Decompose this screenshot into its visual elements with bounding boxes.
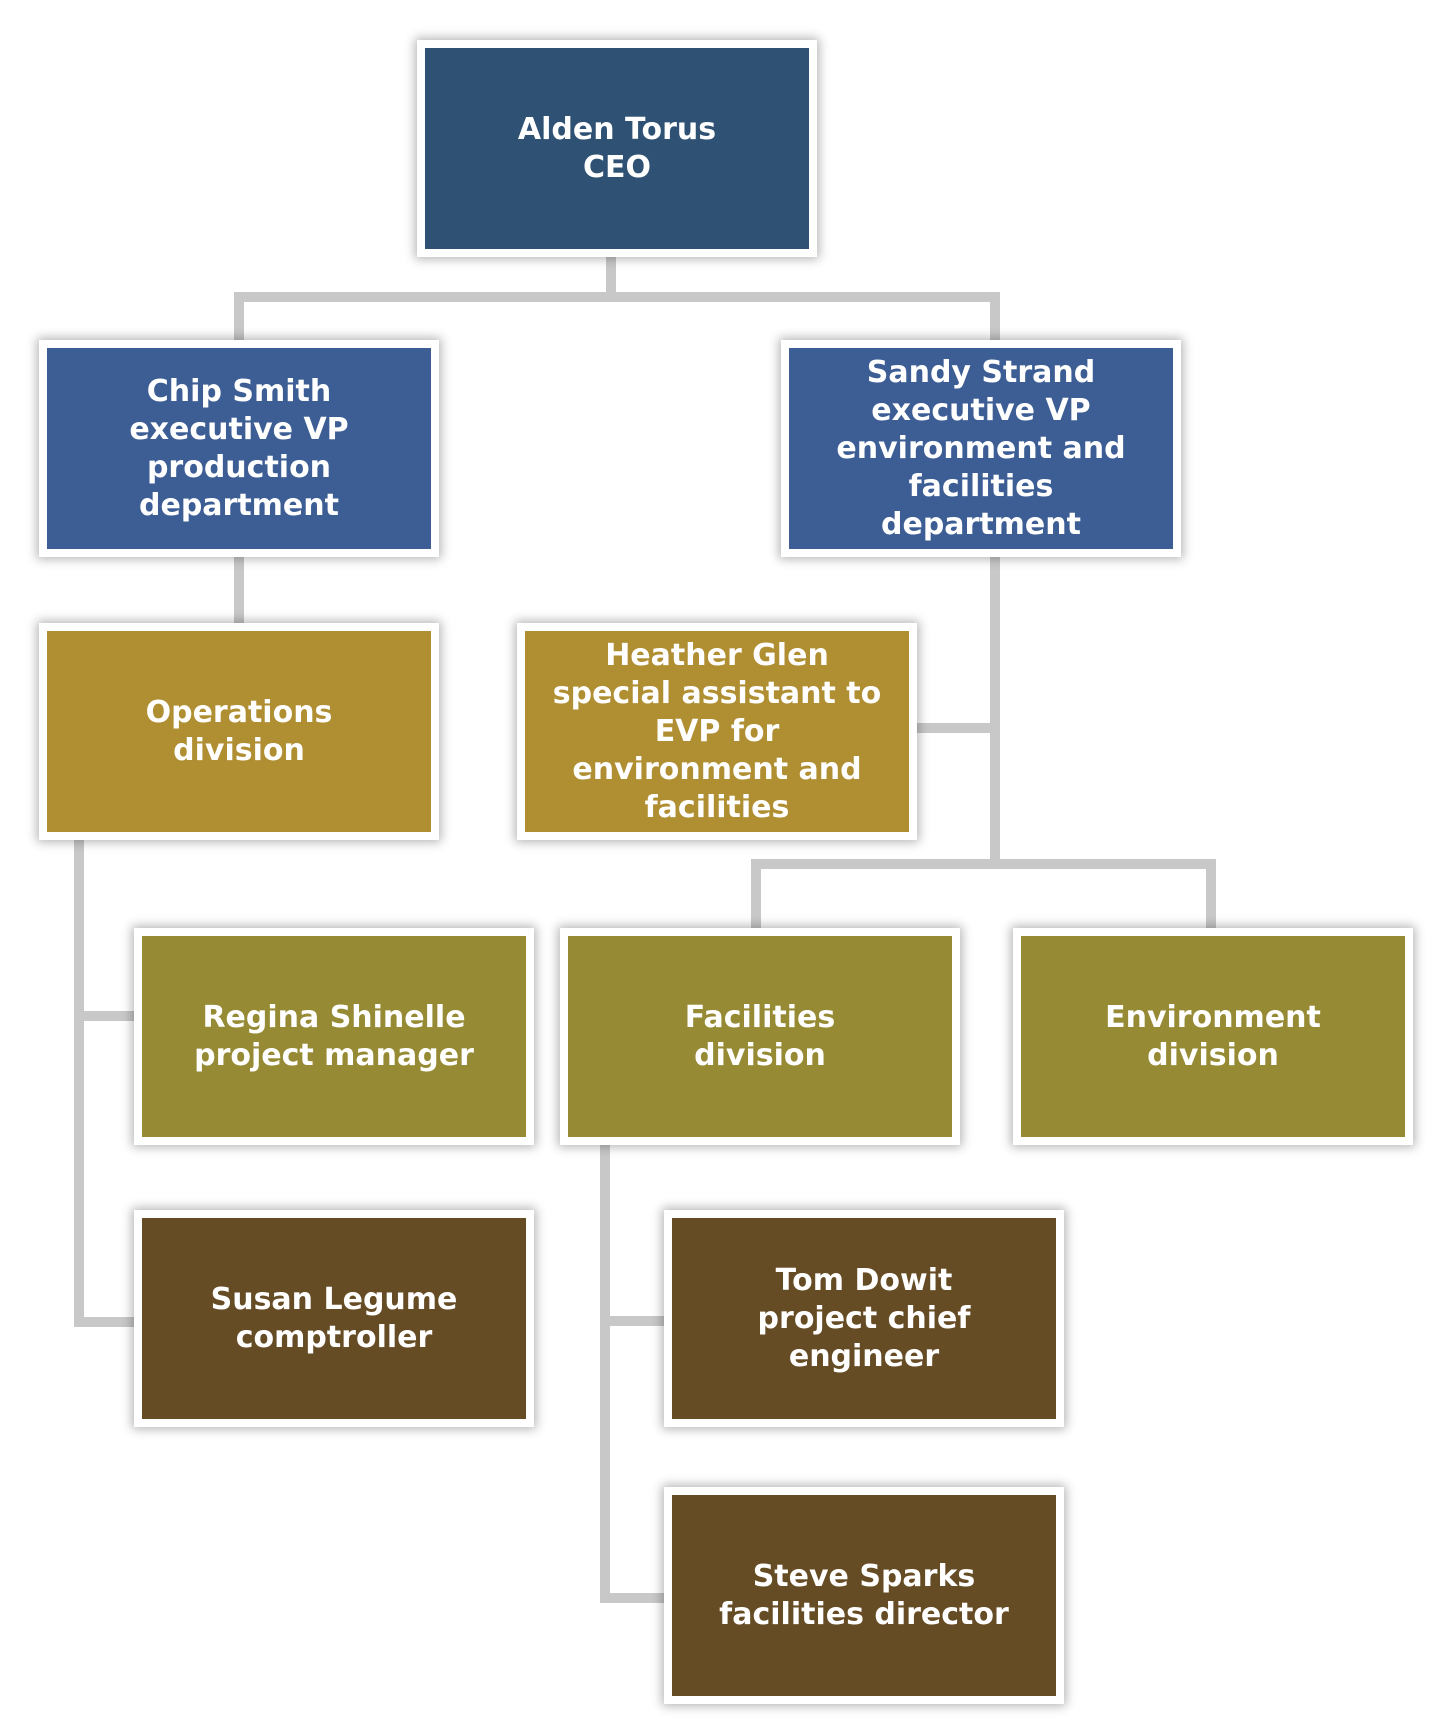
node-line: environment and	[836, 430, 1126, 466]
node-label: Tom Dowit project chief engineer	[744, 1262, 985, 1376]
node-line: Heather Glen	[605, 637, 829, 673]
node-line: Steve Sparks	[752, 1558, 976, 1594]
node-line: EVP for	[654, 713, 780, 749]
connector-sandy-to-divisions	[751, 859, 1216, 928]
node-label: Operations division	[132, 694, 347, 770]
node-line: environment and	[572, 751, 862, 787]
node-executive-vp-production: Chip Smith executive VP production depar…	[39, 340, 439, 557]
node-label: Regina Shinelle project manager	[180, 999, 488, 1075]
node-line: Chip Smith	[146, 373, 332, 409]
node-line: Alden Torus	[517, 111, 717, 147]
node-project-manager: Regina Shinelle project manager	[134, 928, 534, 1145]
node-line: Susan Legume	[210, 1281, 458, 1317]
node-label: Facilities division	[671, 999, 849, 1075]
node-environment-division: Environment division	[1013, 928, 1413, 1145]
node-line: project manager	[194, 1037, 474, 1073]
node-facilities-division: Facilities division	[560, 928, 960, 1145]
node-special-assistant: Heather Glen special assistant to EVP fo…	[517, 623, 917, 840]
node-line: division	[1147, 1037, 1279, 1073]
node-line: Operations	[145, 694, 333, 730]
node-line: comptroller	[235, 1319, 433, 1355]
node-label: Sandy Strand executive VP environment an…	[822, 354, 1139, 544]
node-line: production	[146, 449, 332, 485]
node-line: division	[694, 1037, 826, 1073]
node-line: division	[173, 732, 305, 768]
node-line: executive VP	[871, 392, 1091, 428]
node-comptroller: Susan Legume comptroller	[134, 1210, 534, 1427]
node-label: Chip Smith executive VP production depar…	[115, 373, 362, 525]
node-line: department	[139, 487, 339, 523]
node-line: facilities	[908, 468, 1054, 504]
node-label: Steve Sparks facilities director	[705, 1558, 1023, 1634]
node-line: facilities	[644, 789, 790, 825]
node-label: Alden Torus CEO	[504, 111, 730, 187]
node-line: Environment	[1105, 999, 1321, 1035]
node-line: Sandy Strand	[866, 354, 1096, 390]
node-line: Facilities	[684, 999, 836, 1035]
connector-ceo-to-sandy	[611, 292, 1000, 340]
node-operations-division: Operations division	[39, 623, 439, 840]
node-ceo: Alden Torus CEO	[417, 40, 817, 257]
connector-operations-trunk	[74, 840, 134, 1327]
node-line: CEO	[582, 149, 651, 185]
node-line: executive VP	[129, 411, 349, 447]
node-line: Regina Shinelle	[202, 999, 466, 1035]
node-line: project chief	[757, 1300, 971, 1336]
connector-ceo-to-vps	[234, 257, 616, 340]
node-line: facilities director	[719, 1596, 1009, 1632]
node-line: special assistant to	[552, 675, 882, 711]
node-label: Heather Glen special assistant to EVP fo…	[539, 637, 896, 827]
node-project-chief-engineer: Tom Dowit project chief engineer	[664, 1210, 1064, 1427]
node-line: department	[881, 506, 1081, 542]
connector-facilities-trunk	[600, 1145, 664, 1603]
node-facilities-director: Steve Sparks facilities director	[664, 1487, 1064, 1704]
node-label: Environment division	[1091, 999, 1335, 1075]
node-label: Susan Legume comptroller	[197, 1281, 472, 1357]
node-line: engineer	[788, 1338, 940, 1374]
node-line: Tom Dowit	[775, 1262, 953, 1298]
node-executive-vp-environment-facilities: Sandy Strand executive VP environment an…	[781, 340, 1181, 557]
